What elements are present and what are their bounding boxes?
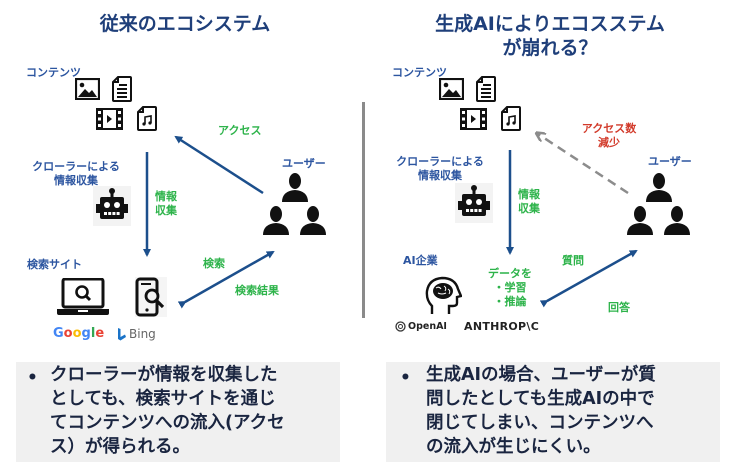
left-contents-label: コンテンツ xyxy=(26,66,81,79)
robot-icon xyxy=(93,186,131,226)
left-summary-line: ス）が得られる。 xyxy=(50,437,190,457)
right-access-reduced-line2: 減少 xyxy=(598,136,620,149)
right-summary-box: • 生成AIの場合、ユーザーが質 問したとしても生成AIの中で 閉じてしまい、コ… xyxy=(386,362,720,462)
users-group-icon xyxy=(627,173,690,235)
left-user-label: ユーザー xyxy=(282,157,326,170)
openai-text: OpenAI xyxy=(408,321,447,332)
left-collect-label: 情報 収集 xyxy=(155,190,177,218)
right-summary-bullet: • xyxy=(400,368,411,388)
right-title-line1: 生成AIによりエコスステム xyxy=(435,13,665,35)
music-file-icon xyxy=(501,106,521,131)
right-question-label: 質問 xyxy=(562,254,584,267)
left-summary-bullet: • xyxy=(27,368,38,388)
left-collect-label-line2: 収集 xyxy=(155,204,177,217)
document-icon xyxy=(476,76,496,102)
left-summary-text: クローラーが情報を収集した としても、検索サイトを通じ てコンテンツへの流入(ア… xyxy=(50,363,285,459)
document-icon xyxy=(112,76,132,102)
right-user-label: ユーザー xyxy=(648,155,692,168)
right-qa-arrow xyxy=(539,249,638,308)
left-crawler-label-line2: 情報収集 xyxy=(54,174,98,187)
left-crawler-label-line1: クローラーによる xyxy=(32,160,120,173)
left-access-arrow xyxy=(174,135,264,195)
right-collect-label-line1: 情報 xyxy=(518,188,540,201)
right-collect-label: 情報 収集 xyxy=(518,188,540,216)
right-crawler-label-line1: クローラーによる xyxy=(396,155,484,168)
right-summary-line: の流入が生じにくい。 xyxy=(426,437,601,457)
openai-logo: OpenAI xyxy=(395,321,447,332)
anthropic-logo: ANTHROP\C xyxy=(464,320,540,333)
right-access-reduced-line1: アクセス数 xyxy=(581,122,637,135)
right-ai-company-label: AI企業 xyxy=(403,254,438,267)
left-access-label: アクセス xyxy=(218,124,262,137)
left-search-site-label: 検索サイト xyxy=(27,258,82,271)
image-icon xyxy=(439,78,464,100)
bing-logo: Bing xyxy=(117,327,156,341)
music-file-icon xyxy=(137,106,157,131)
left-summary-line: てコンテンツへの流入(アクセ xyxy=(50,413,285,433)
video-icon xyxy=(96,108,123,130)
right-summary-line: 生成AIの場合、ユーザーが質 xyxy=(426,365,656,385)
phone-search-icon xyxy=(135,277,167,317)
right-data-label: データを ・学習 ・推論 xyxy=(478,267,542,309)
right-crawler-label: クローラーによる 情報収集 xyxy=(384,155,496,183)
left-summary-line: クローラーが情報を収集した xyxy=(50,365,278,385)
right-contents-label: コンテンツ xyxy=(392,66,447,79)
video-icon xyxy=(460,108,487,130)
image-icon xyxy=(75,78,100,100)
robot-icon xyxy=(455,183,493,223)
left-collect-label-line1: 情報 xyxy=(155,190,177,203)
laptop-search-icon xyxy=(57,278,109,315)
bing-icon xyxy=(118,327,126,340)
right-title: 生成AIによりエコスステム が崩れる？ xyxy=(385,12,715,60)
right-data-label-line2: ・学習 xyxy=(493,281,527,294)
right-data-label-line3: ・推論 xyxy=(493,295,527,308)
bing-text: Bing xyxy=(129,327,156,341)
left-crawler-label: クローラーによる 情報収集 xyxy=(20,160,132,188)
google-logo: Google xyxy=(53,326,105,341)
right-data-label-line1: データを xyxy=(488,267,532,280)
right-summary-text: 生成AIの場合、ユーザーが質 問したとしても生成AIの中で 閉じてしまい、コンテ… xyxy=(426,363,656,459)
ai-head-brain-icon xyxy=(425,276,462,314)
right-answer-label: 回答 xyxy=(608,301,630,314)
panel-divider xyxy=(362,102,365,318)
users-group-icon xyxy=(263,173,326,235)
left-search-result-label: 検索結果 xyxy=(235,284,279,297)
openai-icon xyxy=(395,321,406,332)
right-collect-label-line2: 収集 xyxy=(518,202,540,215)
right-access-dashed-arrow xyxy=(538,134,629,195)
left-search-label: 検索 xyxy=(203,257,225,270)
left-summary-box: • クローラーが情報を収集した としても、検索サイトを通じ てコンテンツへの流入… xyxy=(16,362,340,462)
right-title-line2: が崩れる？ xyxy=(502,37,598,59)
right-summary-line: 閉じてしまい、コンテンツへ xyxy=(426,413,654,433)
left-search-arrow xyxy=(177,250,275,309)
right-summary-line: 問したとしても生成AIの中で xyxy=(426,389,655,409)
right-crawler-label-line2: 情報収集 xyxy=(418,169,462,182)
right-access-reduced-label: アクセス数 減少 xyxy=(574,122,644,150)
left-summary-line: としても、検索サイトを通じ xyxy=(50,389,276,409)
left-title: 従来のエコシステム xyxy=(99,13,271,35)
